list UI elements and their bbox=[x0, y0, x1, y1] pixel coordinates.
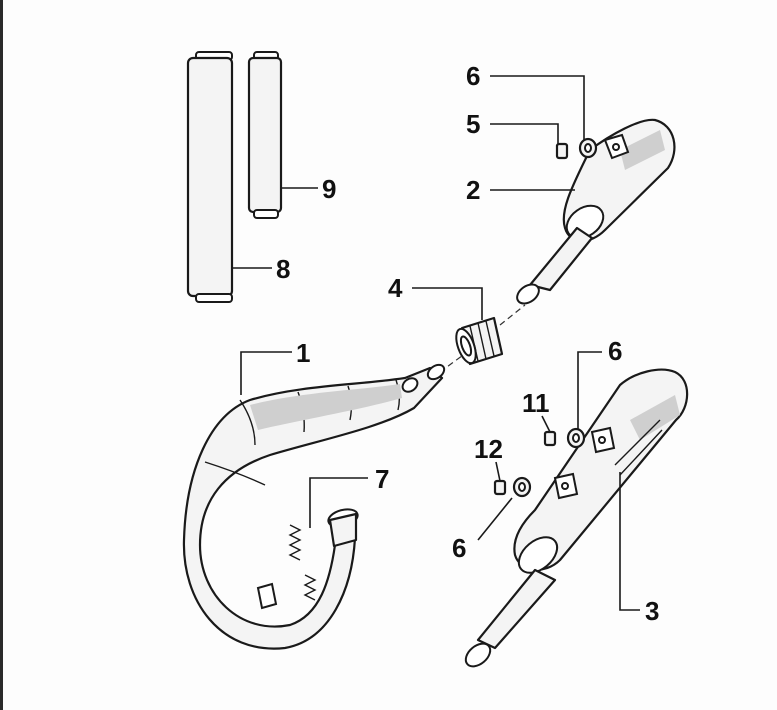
part-8-long-sleeve bbox=[186, 51, 234, 303]
part-11-bolt bbox=[543, 430, 557, 447]
leader-11 bbox=[541, 415, 551, 433]
part-6-washer-top bbox=[578, 137, 598, 159]
callout-4: 4 bbox=[388, 273, 403, 303]
leader-12 bbox=[495, 461, 501, 482]
leader-6-top bbox=[490, 75, 585, 140]
part-7-springs bbox=[288, 524, 317, 601]
leader-5 bbox=[490, 123, 559, 144]
leader-4 bbox=[412, 287, 483, 320]
part-3-lower-silencer bbox=[464, 368, 689, 668]
leader-7 bbox=[309, 477, 368, 528]
part-9-short-sleeve bbox=[247, 51, 283, 219]
callout-7: 7 bbox=[375, 464, 389, 494]
callout-6-middle: 6 bbox=[608, 336, 622, 366]
part-4-connector bbox=[455, 316, 504, 366]
scan-border bbox=[0, 0, 3, 710]
leader-1 bbox=[240, 351, 292, 395]
callout-6-bottom: 6 bbox=[452, 533, 466, 563]
callout-3: 3 bbox=[645, 596, 659, 626]
part-6-washer-middle bbox=[566, 427, 586, 449]
callout-12: 12 bbox=[474, 434, 503, 464]
leader-3 bbox=[619, 472, 640, 611]
leader-6-mid bbox=[577, 351, 602, 430]
part-1-expansion-chamber bbox=[182, 363, 446, 650]
callout-11: 11 bbox=[522, 388, 550, 418]
callout-5: 5 bbox=[466, 109, 480, 139]
callout-9: 9 bbox=[322, 174, 336, 204]
callout-8: 8 bbox=[276, 254, 290, 284]
part-12-bolt bbox=[493, 479, 507, 496]
leader-6-bottom bbox=[477, 497, 513, 541]
part-5-bolt-top bbox=[555, 142, 569, 160]
leader-lines bbox=[232, 75, 640, 611]
callout-2: 2 bbox=[466, 175, 480, 205]
callout-1: 1 bbox=[296, 338, 310, 368]
callout-6-top: 6 bbox=[466, 61, 480, 91]
part-6-washer-bottom bbox=[512, 476, 532, 498]
